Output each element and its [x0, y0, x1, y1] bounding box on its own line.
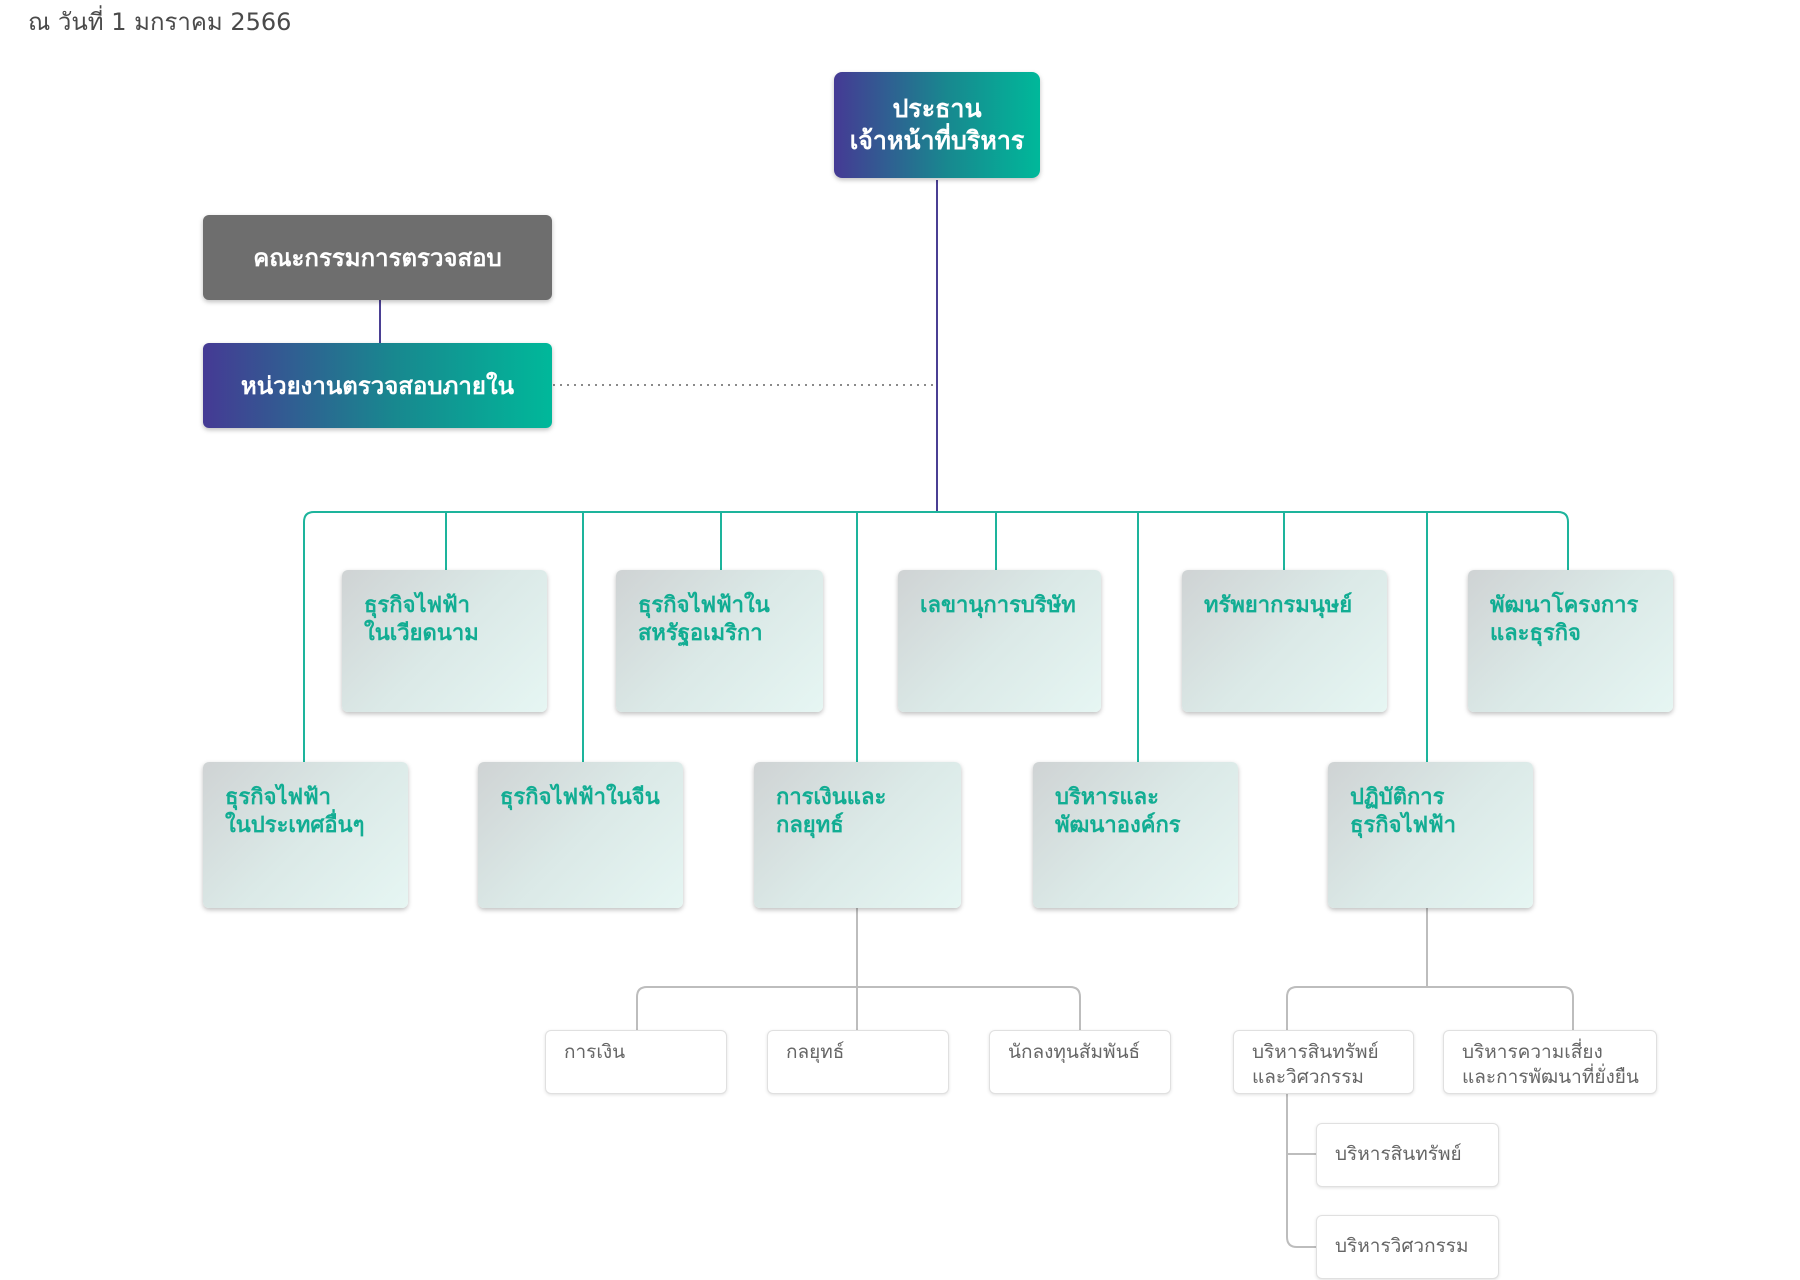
unit-asset-management[interactable]: บริหารสินทรัพย์: [1316, 1123, 1499, 1187]
dept-china-power[interactable]: ธุรกิจไฟฟ้าในจีน: [478, 762, 683, 908]
ceo-label: ประธาน เจ้าหน้าที่บริหาร: [849, 94, 1025, 155]
unit-investor-relations[interactable]: นักลงทุนสัมพันธ์: [989, 1030, 1171, 1094]
dept-admin-org-development[interactable]: บริหารและ พัฒนาองค์กร: [1033, 762, 1238, 908]
dept-other-countries-power[interactable]: ธุรกิจไฟฟ้า ในประเทศอื่นๆ: [203, 762, 408, 908]
dept-power-operations[interactable]: ปฏิบัติการ ธุรกิจไฟฟ้า: [1328, 762, 1533, 908]
audit-committee-label: คณะกรรมการตรวจสอบ: [253, 244, 502, 272]
dept-vietnam-power[interactable]: ธุรกิจไฟฟ้า ในเวียดนาม: [342, 570, 547, 712]
dept-company-secretary[interactable]: เลขานุการบริษัท: [898, 570, 1101, 712]
internal-audit-box[interactable]: หน่วยงานตรวจสอบภายใน: [203, 343, 552, 428]
unit-engineering-management[interactable]: บริหารวิศวกรรม: [1316, 1215, 1499, 1279]
dept-us-power[interactable]: ธุรกิจไฟฟ้าใน สหรัฐอเมริกา: [616, 570, 823, 712]
ceo-box[interactable]: ประธาน เจ้าหน้าที่บริหาร: [834, 72, 1040, 178]
unit-risk-sustainability[interactable]: บริหารความเสี่ยง และการพัฒนาที่ยั่งยืน: [1443, 1030, 1657, 1094]
unit-strategy[interactable]: กลยุทธ์: [767, 1030, 949, 1094]
audit-committee-box[interactable]: คณะกรรมการตรวจสอบ: [203, 215, 552, 300]
unit-finance[interactable]: การเงิน: [545, 1030, 727, 1094]
dept-project-business-development[interactable]: พัฒนาโครงการ และธุรกิจ: [1468, 570, 1673, 712]
as-of-date: ณ วันที่ 1 มกราคม 2566: [28, 8, 292, 36]
unit-asset-engineering[interactable]: บริหารสินทรัพย์ และวิศวกรรม: [1233, 1030, 1414, 1094]
internal-audit-label: หน่วยงานตรวจสอบภายใน: [240, 372, 515, 400]
dept-human-resources[interactable]: ทรัพยากรมนุษย์: [1182, 570, 1387, 712]
dept-finance-strategy[interactable]: การเงินและกลยุทธ์: [754, 762, 961, 908]
